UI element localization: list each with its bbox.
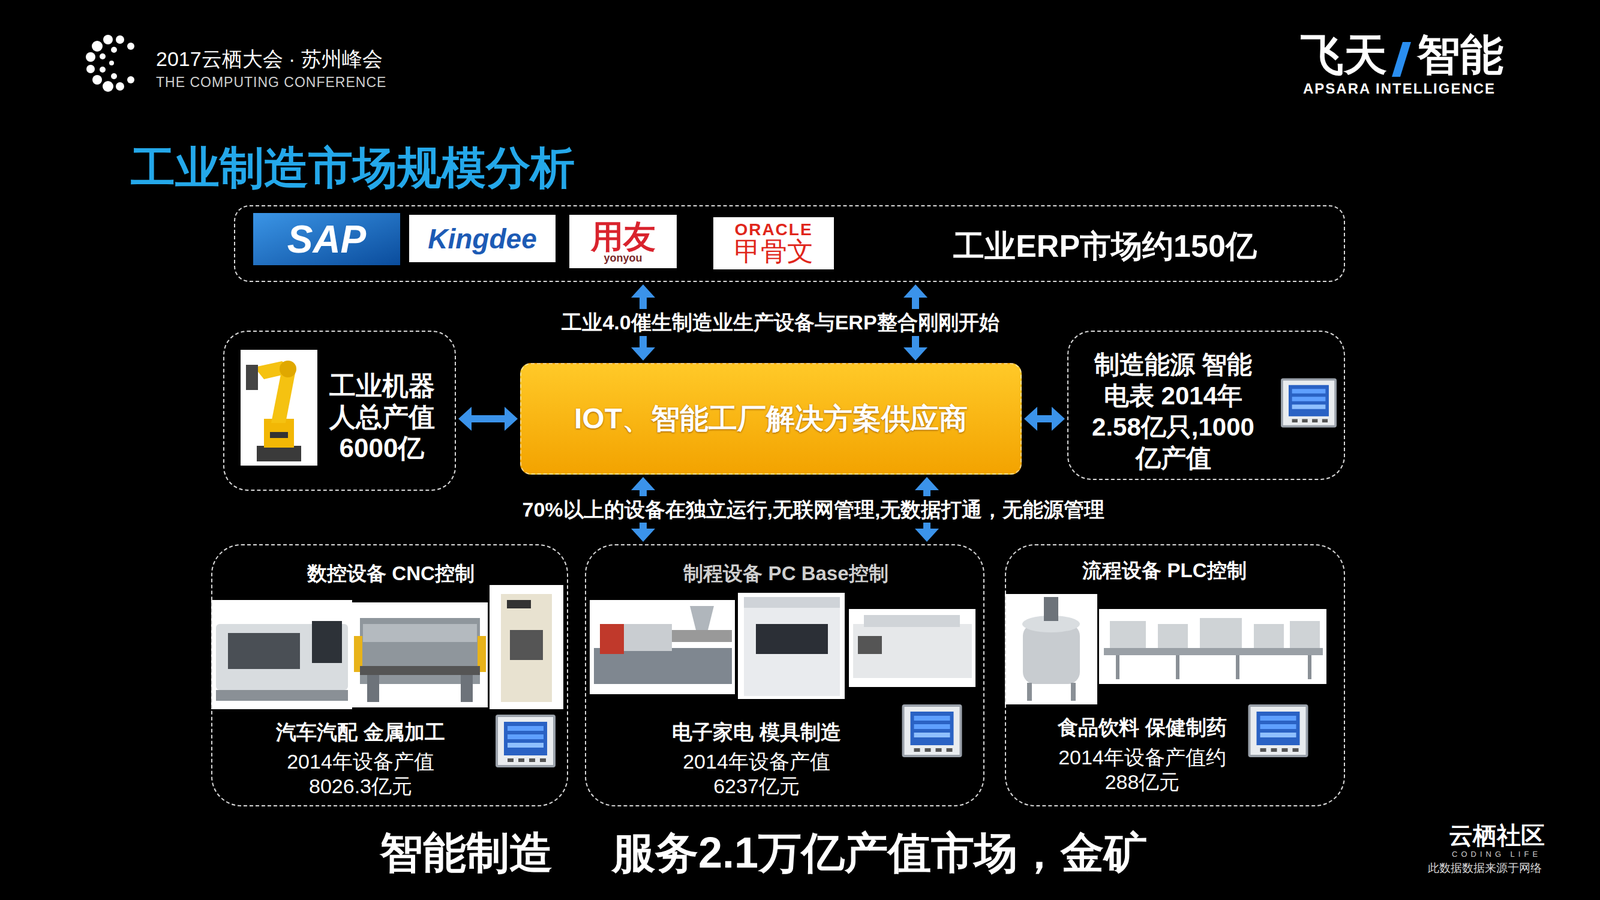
cnc-machines — [211, 584, 564, 710]
source-note: 此数据数据来源于网络 — [1427, 861, 1542, 876]
plc-box: 流程设备 PLC控制食品饮料 保健制药 2014年设备产值约 288亿元 — [1004, 544, 1346, 807]
brand-subtitle: APSARA INTELLIGENCE — [1303, 80, 1496, 98]
arrow-head — [903, 347, 928, 361]
industry-text: 食品饮料 保健制药 — [1028, 715, 1257, 740]
iot-box: IOT、智能工厂解决方案供应商 — [520, 362, 1022, 475]
arrow-head — [631, 347, 656, 361]
group-heading: 制程设备 PC Base控制 — [586, 561, 986, 586]
brand-name: 智能 — [1417, 28, 1504, 81]
meter-box: 制造能源 智能 电表 2014年 2.58亿只,1000 亿产值 — [1067, 330, 1346, 480]
brand-name: 飞天 — [1300, 28, 1388, 81]
robot-value: 工业机器 人总产值 6000亿 — [320, 370, 444, 464]
conference-subtitle: THE COMPUTING CONFERENCE — [155, 74, 387, 92]
cnc-box: 数控设备 CNC控制汽车汽配 金属加工 2014年设备产值 8026.3亿元 — [211, 544, 569, 807]
arrow-head — [631, 528, 656, 542]
arrow-head — [914, 528, 939, 542]
arrow-head — [1051, 406, 1065, 431]
iot-text: IOT、智能工厂解决方案供应商 — [574, 401, 968, 437]
arrow-head — [631, 284, 656, 298]
arrow-head — [458, 406, 472, 431]
robot-box: 工业机器 人总产值 6000亿 — [223, 330, 456, 491]
logo-subtext: yonyou — [603, 252, 642, 264]
market-text: 工业ERP市场约150亿 — [925, 227, 1286, 265]
brand-slash — [1391, 41, 1412, 77]
watermark-tagline: CODING LIFE — [1451, 849, 1542, 860]
edge-label: 70%以上的设备在独立运行,无联网管理,无数据打通，无能源管理 — [515, 496, 1113, 524]
slide-title: 工业制造市场规模分析 — [130, 141, 575, 195]
watermark-name: 云栖社区 — [1448, 820, 1545, 850]
arrow-shaft — [470, 415, 506, 423]
summary-text: 服务2.1万亿产值市场，金矿 — [611, 826, 1148, 879]
arrow-shaft — [1036, 415, 1053, 423]
yonyou-logo: 用友yonyou — [569, 214, 677, 269]
conference-name: 2017云栖大会 · 苏州峰会 — [155, 46, 383, 72]
edge-label: 工业4.0催生制造业生产设备与ERP整合刚刚开始 — [554, 308, 1007, 336]
logo-text: SAP — [287, 220, 367, 259]
summary-text: 智能制造 — [379, 826, 553, 879]
conference-logo — [85, 34, 135, 92]
oracle-logo: ORACLE甲骨文 — [713, 217, 834, 270]
industry-text: 汽车汽配 金属加工 — [246, 719, 475, 745]
sap-logo: SAP — [253, 212, 401, 266]
kingdee-logo: Kingdee — [409, 214, 556, 263]
logo-text: Kingdee — [427, 224, 537, 253]
pc-machines — [589, 592, 976, 699]
connector-arrow — [458, 406, 518, 431]
logo-text: 用友 — [590, 220, 656, 253]
arrow-head — [1024, 406, 1038, 431]
logo-text: ORACLE — [734, 221, 813, 239]
value-text: 2014年设备产值 6237亿元 — [654, 749, 859, 799]
value-text: 2014年设备产值 8026.3亿元 — [258, 749, 463, 799]
plc-machines — [1004, 593, 1327, 705]
arrow-head — [903, 284, 928, 298]
industry-text: 电子家电 模具制造 — [642, 719, 871, 745]
meter-value: 制造能源 智能 电表 2014年 2.58亿只,1000 亿产值 — [1081, 349, 1265, 474]
arrow-head — [504, 406, 518, 431]
group-heading: 数控设备 CNC控制 — [212, 561, 570, 586]
robot-picture — [240, 349, 318, 466]
connector-arrow — [1024, 406, 1065, 431]
erp-box: 工业ERP市场约150亿 SAP Kingdee 用友yonyou ORACLE甲骨文 — [233, 205, 1346, 282]
pc-box: 制程设备 PC Base控制电子家电 模具制造 2014年设备产值 6237亿元 — [584, 544, 985, 807]
arrow-head — [914, 476, 939, 491]
logo-text: 甲骨文 — [734, 238, 814, 265]
group-heading: 流程设备 PLC控制 — [1006, 558, 1323, 583]
arrow-head — [631, 476, 656, 491]
value-text: 2014年设备产值约 288亿元 — [1040, 745, 1245, 795]
